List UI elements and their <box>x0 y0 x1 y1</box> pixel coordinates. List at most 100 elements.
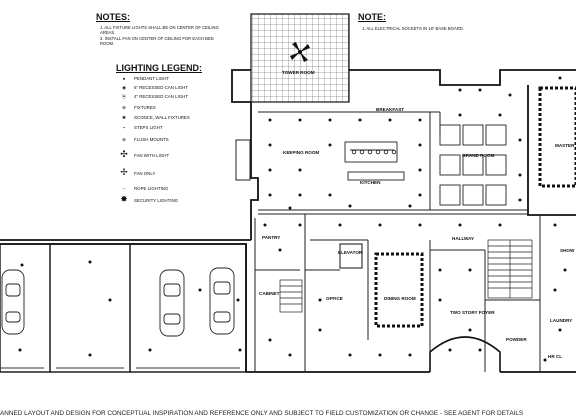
garage <box>0 243 247 373</box>
pendant-light-icon <box>391 149 397 155</box>
recessed-6-icon: ◉ <box>122 85 126 90</box>
recessed-light-icon <box>328 143 332 147</box>
rope-light-icon: ┄ <box>122 186 126 191</box>
room-label-laundry: LAUNDRY <box>550 318 573 323</box>
fireplace <box>235 139 251 181</box>
kitchen-island <box>344 141 405 181</box>
room-label-kitchen: KITCHEN <box>360 180 381 185</box>
room-label-foyer: TWO STORY FOYER <box>450 310 495 315</box>
recessed-light-icon <box>318 328 322 332</box>
recessed-light-icon <box>328 193 332 197</box>
recessed-light-icon <box>518 173 522 177</box>
recessed-light-icon <box>508 93 512 97</box>
legend-label: 6" RECESSED CAN LIGHT <box>134 85 189 90</box>
room-label-powder: POWDER <box>506 337 527 342</box>
recessed-4-icon: ⦿ <box>121 94 127 99</box>
master-rope-light <box>538 86 576 188</box>
recessed-light-icon <box>378 223 382 227</box>
room-label-tower: TOWER ROOM <box>282 70 315 75</box>
room-label-elevator: ELEVATOR <box>338 250 363 255</box>
legend-label: FAN ONLY <box>134 171 156 176</box>
recessed-light-icon <box>518 138 522 142</box>
room-label-breakfast: BREAKFAST <box>376 107 405 112</box>
pendant-light-icon <box>383 149 389 155</box>
fan-only-icon: ✢ <box>120 167 128 177</box>
recessed-light-icon <box>458 223 462 227</box>
legend-label: SCONCE, WALL FIXTURES <box>134 115 190 120</box>
recessed-light-icon <box>108 298 112 302</box>
recessed-light-icon <box>558 328 562 332</box>
recessed-light-icon <box>458 113 462 117</box>
recessed-light-icon <box>238 348 242 352</box>
recessed-light-icon <box>268 338 272 342</box>
recessed-light-icon <box>263 223 267 227</box>
room-label-hallway: HALLWAY <box>452 236 475 241</box>
legend-row-pendant: ● PENDANT LIGHT <box>118 74 169 83</box>
recessed-light-icon <box>298 118 302 122</box>
recessed-light-icon <box>553 288 557 292</box>
elevator-shaft <box>339 243 363 269</box>
legend-row-fixtures: ⊕ FIXTURES <box>118 103 156 112</box>
pendant-light-icon: ● <box>122 76 126 81</box>
lighting-legend-title: LIGHTING LEGEND: <box>116 63 202 73</box>
legend-label: FLUSH MOUNTS <box>134 137 169 142</box>
recessed-light-icon <box>148 348 152 352</box>
stairs <box>279 279 303 313</box>
room-label-keeping: KEEPING ROOM <box>283 150 320 155</box>
recessed-light-icon <box>563 268 567 272</box>
recessed-light-icon <box>88 260 92 264</box>
pendant-light-icon <box>375 149 381 155</box>
recessed-light-icon <box>236 298 240 302</box>
recessed-light-icon <box>298 193 302 197</box>
legend-row-recessed-4: ⦿4" RECESSED CAN LIGHT <box>118 92 188 101</box>
legend-row-steps: ▪STEPS LIGHT <box>118 123 162 132</box>
disclaimer-footer: ANNED LAYOUT AND DESIGN FOR CONCEPTUAL I… <box>0 410 524 417</box>
room-label-office: OFFICE <box>326 296 343 301</box>
recessed-light-icon <box>418 143 422 147</box>
recessed-light-icon <box>458 88 462 92</box>
recessed-light-icon <box>388 118 392 122</box>
recessed-light-icon <box>418 118 422 122</box>
recessed-light-icon <box>553 223 557 227</box>
flush-mount-icon: ⊗ <box>122 137 126 142</box>
legend-row-rope: ┄ ROPE LIGHTING <box>118 184 169 193</box>
grand-room-fixtures <box>439 124 507 206</box>
recessed-light-icon <box>268 143 272 147</box>
room-label-hr: HR CL <box>548 354 563 359</box>
legend-label: FAN WITH LIGHT <box>134 153 170 158</box>
recessed-light-icon <box>348 353 352 357</box>
stairs <box>487 239 533 299</box>
car-icon <box>159 269 185 337</box>
interior-walls <box>254 111 541 372</box>
recessed-light-icon <box>468 268 472 272</box>
recessed-light-icon <box>378 353 382 357</box>
car-icon <box>1 269 25 335</box>
note-item: 1. ALL ELECTRICAL SOCKETS IN 18" BASE BO… <box>362 26 464 31</box>
legend-label: PENDANT LIGHT <box>134 76 170 81</box>
fan-light-icon: ✣ <box>120 149 128 159</box>
note-item: ROOM. <box>100 41 115 46</box>
recessed-light-icon <box>438 268 442 272</box>
recessed-light-icon <box>498 113 502 117</box>
note-item: 1. ALL FIXTURE LIGHTS SHALL BE ON CENTER… <box>100 25 219 30</box>
legend-label: ROPE LIGHTING <box>134 186 169 191</box>
legend-label: SECURITY LIGHTING <box>134 198 179 203</box>
recessed-light-icon <box>478 348 482 352</box>
exterior-walls <box>0 69 576 373</box>
fixture-icon: ⊕ <box>122 105 126 110</box>
note-item: 2. INSTALL FAN ON CENTER OF CEILING FOR … <box>100 36 214 41</box>
recessed-light-icon <box>498 223 502 227</box>
recessed-light-icon <box>298 223 302 227</box>
recessed-light-icon <box>18 348 22 352</box>
recessed-light-icon <box>518 198 522 202</box>
room-label-grand: GRAND ROOM <box>462 153 495 158</box>
legend-row-recessed-6: ◉ 6" RECESSED CAN LIGHT <box>118 83 188 92</box>
tower-room-grid <box>250 13 350 103</box>
notes-title: NOTES: <box>96 12 131 22</box>
pendant-light-icon <box>367 149 373 155</box>
legend-label: FIXTURES <box>134 105 156 110</box>
recessed-light-icon <box>268 168 272 172</box>
dining-rope-light <box>374 252 424 328</box>
recessed-light-icon <box>438 298 442 302</box>
